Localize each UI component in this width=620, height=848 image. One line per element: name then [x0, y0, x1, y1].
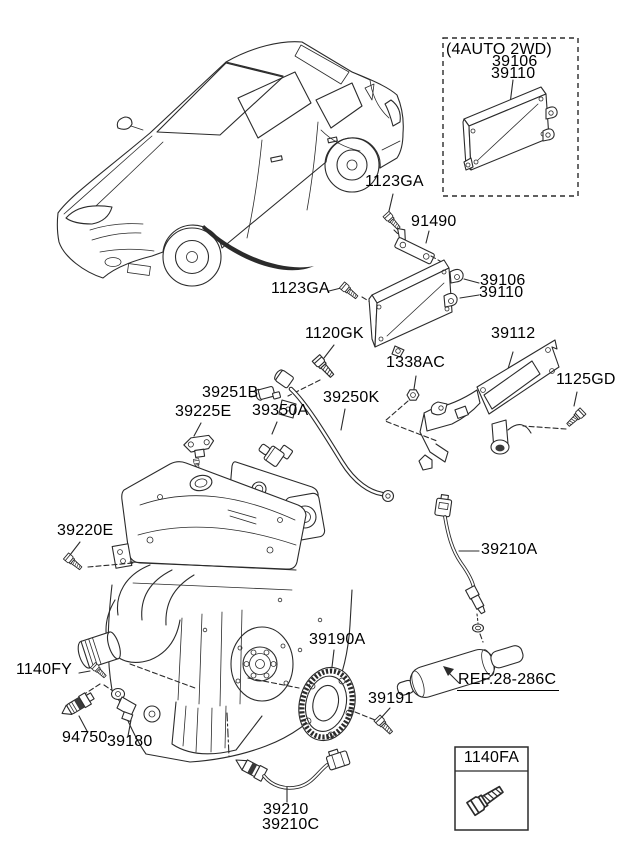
part-label-39225e: 39225E [175, 403, 232, 420]
car-illustration [56, 41, 404, 287]
part-label-39190a: 39190A [309, 631, 366, 648]
part-label-39112: 39112 [491, 325, 536, 342]
part-label-inset-title: (4AUTO 2WD) [446, 41, 552, 58]
bolt-1123ga-mid-icon [338, 281, 360, 301]
bracket-91490 [394, 227, 435, 265]
ring-gear-39190a [298, 666, 356, 742]
part-label-1338ac: 1338AC [386, 354, 446, 371]
nut-1338ac [406, 389, 420, 401]
part-label-1123ga-mid: 1123GA [271, 280, 330, 297]
sensor-39220e-icon [62, 552, 84, 572]
part-label-39350a: 39350A [252, 402, 309, 419]
swoosh-arrow [202, 225, 314, 271]
bracket-39225e [183, 434, 215, 458]
sensor-39350a [258, 443, 293, 467]
part-label-1120gk: 1120GK [305, 325, 364, 342]
bolt-39191-icon [373, 714, 395, 737]
part-label-39180: 39180 [107, 733, 153, 750]
oxygen-sensor-39210a [434, 494, 486, 643]
part-label-94750: 94750 [62, 729, 108, 746]
part-label-inset-39110: 39110 [491, 65, 536, 82]
part-label-39210: 39210 [263, 801, 309, 818]
hose-39250k [274, 369, 395, 503]
inset-box-1140fa [454, 746, 529, 831]
part-label-39191: 39191 [368, 690, 414, 707]
part-label-ecu-39110: 39110 [479, 284, 524, 301]
part-label-1125gd: 1125GD [556, 371, 616, 388]
switch-94750 [61, 692, 95, 716]
part-label-39251b: 39251B [202, 384, 259, 401]
ecu-module-inset [462, 86, 558, 171]
part-label-ref-28-286c: REF.28-286C [457, 671, 560, 691]
part-label-ecu-39106: 39106 [480, 272, 526, 289]
part-label-inset-39106: 39106 [492, 53, 538, 70]
sensor-39180 [110, 687, 137, 723]
part-label-39220e: 39220E [57, 522, 114, 539]
part-label-91490: 91490 [411, 213, 457, 230]
part-label-1140fa: 1140FA [463, 749, 520, 766]
oxygen-sensor-39210 [235, 748, 351, 790]
part-label-39210a: 39210A [481, 541, 538, 558]
bolt-1123ga-top-icon [382, 210, 403, 232]
ecu-module [368, 259, 464, 358]
connector-39251b [255, 386, 282, 401]
bolt-1125gd-icon [564, 407, 587, 429]
bracket-plate-39112 [418, 339, 560, 471]
part-label-1123ga-top: 1123GA [365, 173, 424, 190]
part-label-39210c: 39210C [262, 816, 320, 833]
engine-illustration [77, 399, 353, 763]
part-label-39250k: 39250K [323, 389, 380, 406]
exhaust-pipe-ref [396, 645, 524, 698]
part-label-1140fy: 1140FY [16, 661, 73, 678]
inset-box-4auto2wd [442, 37, 579, 197]
